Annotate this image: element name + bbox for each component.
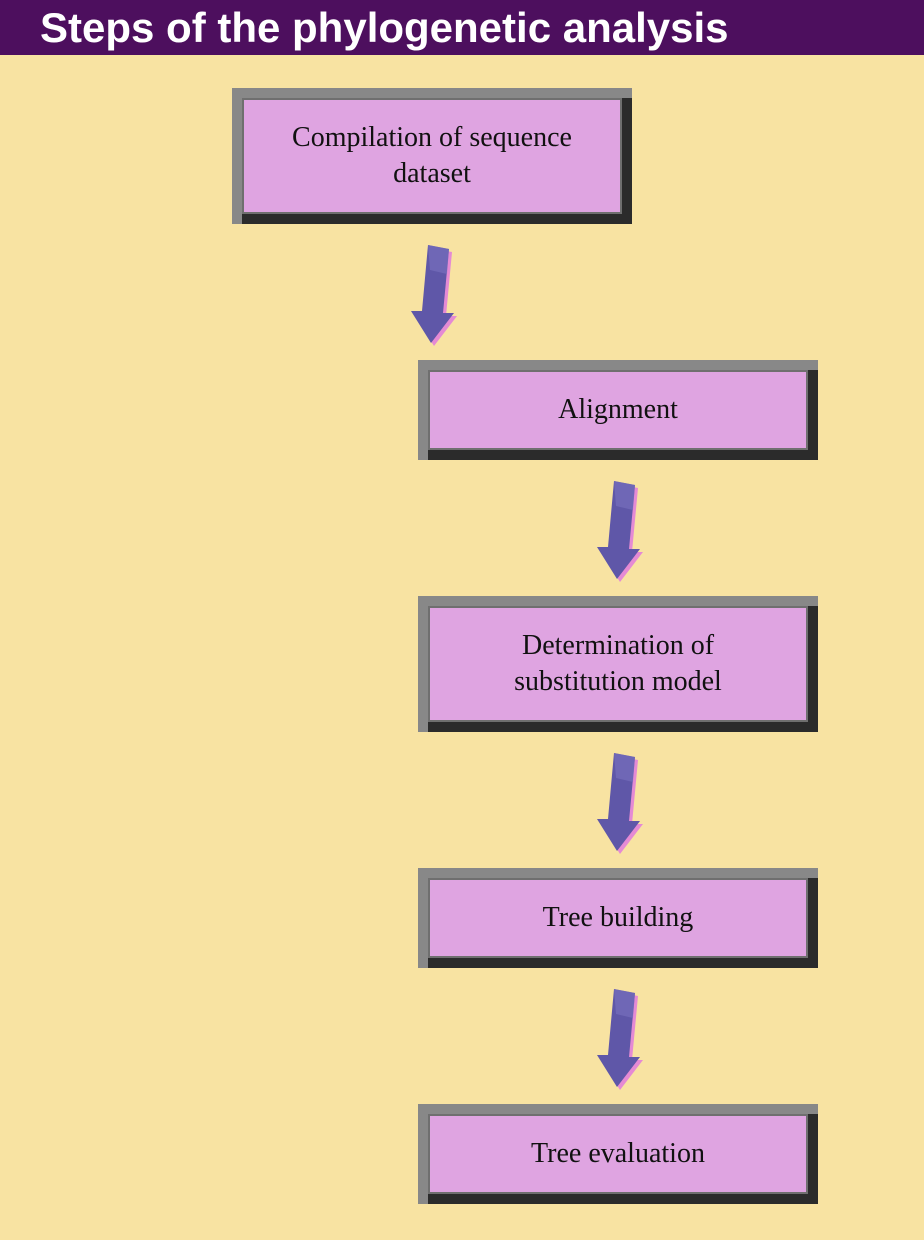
- step-label: Alignment: [558, 394, 678, 425]
- step-label: Compilation of sequence dataset: [292, 122, 572, 189]
- arrow-down-icon: [597, 989, 643, 1090]
- step-box-tree-building: Tree building: [418, 868, 818, 968]
- arrow-down-icon: [597, 481, 643, 582]
- step-box-substitution-model: Determination of substitution model: [418, 596, 818, 732]
- page-title: Steps of the phylogenetic analysis: [40, 4, 729, 51]
- step-box-compilation: Compilation of sequence dataset: [232, 88, 632, 224]
- title-bar: Steps of the phylogenetic analysis: [0, 0, 924, 55]
- step-label: Tree building: [542, 902, 694, 933]
- step-box-tree-evaluation: Tree evaluation: [418, 1104, 818, 1204]
- arrow-down-icon: [597, 753, 643, 854]
- step-label: Determination of substitution model: [514, 630, 722, 697]
- step-box-alignment: Alignment: [418, 360, 818, 460]
- arrow-down-icon: [411, 245, 457, 346]
- step-label: Tree evaluation: [531, 1138, 705, 1169]
